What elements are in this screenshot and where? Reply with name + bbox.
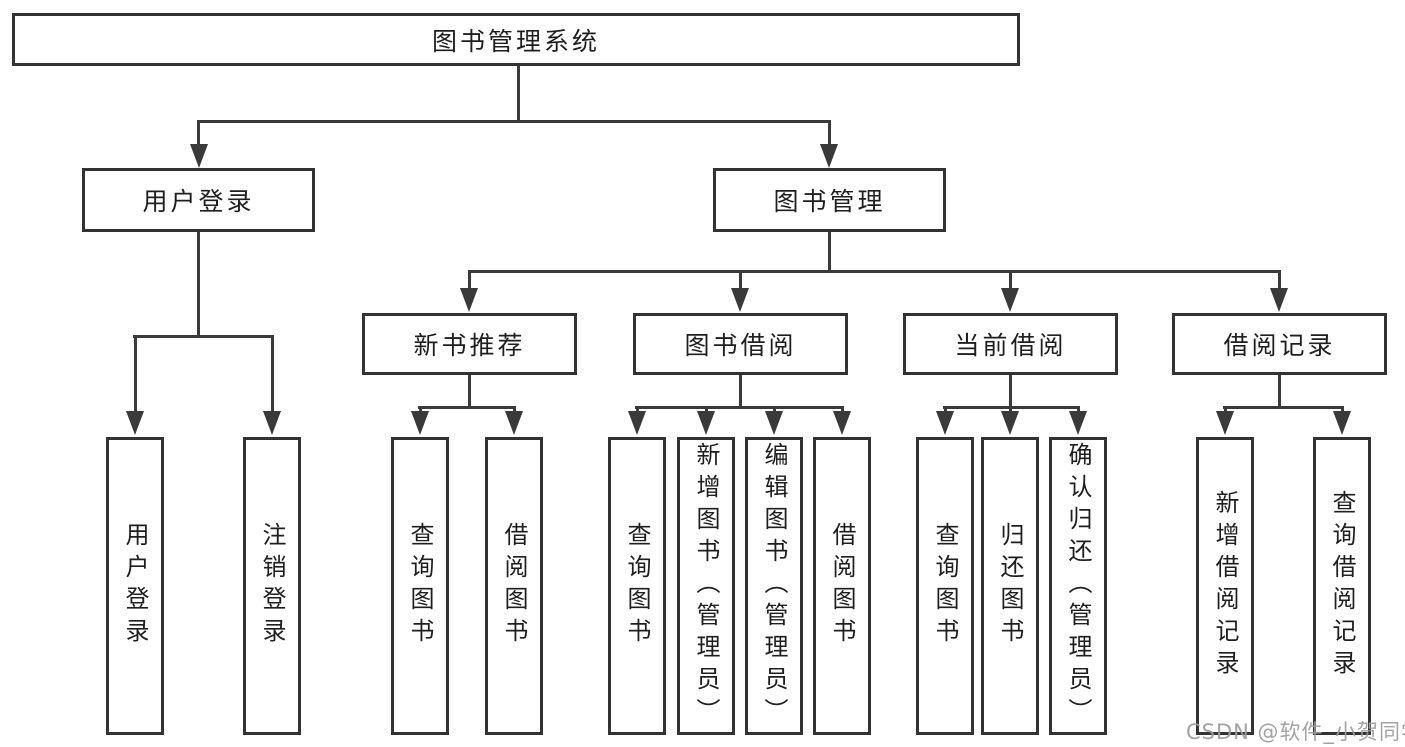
arrowhead-user-login — [190, 144, 208, 168]
leaf-label: 归还图书 — [996, 522, 1024, 650]
connector-root-stem — [517, 66, 520, 120]
node-book-mgmt: 图书管理 — [713, 168, 946, 232]
leaf-records-add: 新增借阅记录 — [1196, 437, 1254, 735]
connector-drop-book-borrow-leaf-1 — [635, 406, 639, 413]
connector-book-borrow-branch — [635, 406, 844, 409]
arrowhead-records-leaf-1 — [1216, 411, 1234, 435]
connector-drop-records-leaf-2 — [1340, 406, 1344, 413]
connector-new-books-branch — [418, 406, 516, 409]
leaf-borrow-borrow: 借阅图书 — [813, 437, 871, 735]
node-book-borrow: 图书借阅 — [633, 313, 848, 375]
connector-drop-current-borrow — [1009, 270, 1012, 290]
connector-drop-current-leaf-3 — [1076, 406, 1080, 413]
arrowhead-book-borrow-leaf-1 — [628, 411, 646, 435]
arrowhead-current-leaf-3 — [1069, 411, 1087, 435]
leaf-borrow-edit-admin: 编辑图书（管理员） — [745, 437, 803, 735]
leaf-user-logout: 注销登录 — [243, 437, 301, 735]
connector-drop-new-books — [468, 270, 471, 290]
arrowhead-new-books-leaf-1 — [411, 411, 429, 435]
leaf-label: 编辑图书（管理员） — [760, 442, 788, 730]
csdn-watermark: CSDN @软件_小贺同学 — [1186, 720, 1405, 744]
node-current-borrow: 当前借阅 — [903, 313, 1118, 375]
connector-drop-borrow-records — [1278, 270, 1281, 290]
leaf-label: 查询图书 — [623, 522, 651, 650]
arrowhead-borrow-records — [1270, 288, 1288, 312]
arrowhead-book-mgmt — [820, 144, 838, 168]
connector-drop-book-mgmt — [828, 120, 831, 150]
arrowhead-book-borrow-leaf-2 — [697, 411, 715, 435]
connector-new-books-stem — [468, 375, 471, 406]
arrowhead-book-borrow-leaf-4 — [833, 411, 851, 435]
connector-current-borrow-branch — [943, 406, 1080, 409]
connector-drop-book-borrow-leaf-4 — [840, 406, 844, 413]
leaf-label: 借阅图书 — [828, 522, 856, 650]
arrowhead-book-borrow-leaf-3 — [765, 411, 783, 435]
leaf-newbooks-query: 查询图书 — [391, 437, 449, 735]
connector-user-login-branch — [133, 335, 274, 338]
leaf-label: 查询图书 — [931, 522, 959, 650]
node-borrow-records: 借阅记录 — [1172, 313, 1387, 375]
connector-drop-current-leaf-2 — [1008, 406, 1012, 413]
leaf-borrow-query: 查询图书 — [608, 437, 666, 735]
connector-book-mgmt-stem — [828, 232, 831, 270]
leaf-current-confirm-admin: 确认归还（管理员） — [1049, 437, 1107, 735]
arrowhead-user-leaf-1 — [126, 411, 144, 435]
leaf-label: 查询图书 — [406, 522, 434, 650]
connector-user-login-stem — [197, 232, 200, 335]
arrowhead-current-leaf-1 — [936, 411, 954, 435]
arrowhead-records-leaf-2 — [1333, 411, 1351, 435]
arrowhead-book-borrow — [731, 288, 749, 312]
connector-drop-new-books-leaf-2 — [512, 406, 516, 413]
leaf-records-query: 查询借阅记录 — [1313, 437, 1371, 735]
connector-borrow-records-stem — [1278, 375, 1281, 406]
arrowhead-new-books — [460, 288, 478, 312]
leaf-borrow-add-admin: 新增图书（管理员） — [677, 437, 735, 735]
leaf-newbooks-borrow: 借阅图书 — [485, 437, 543, 735]
leaf-label: 新增图书（管理员） — [692, 442, 720, 730]
node-new-books: 新书推荐 — [362, 313, 577, 375]
leaf-label: 用户登录 — [121, 522, 149, 650]
connector-drop-user-leaf-2 — [270, 335, 274, 411]
connector-book-borrow-stem — [739, 375, 742, 406]
connector-current-borrow-stem — [1009, 375, 1012, 406]
connector-drop-book-borrow-leaf-3 — [772, 406, 776, 413]
leaf-user-login: 用户登录 — [106, 437, 164, 735]
leaf-label: 借阅图书 — [500, 522, 528, 650]
arrowhead-current-leaf-2 — [1001, 411, 1019, 435]
arrowhead-user-leaf-2 — [263, 411, 281, 435]
connector-drop-book-borrow-leaf-2 — [704, 406, 708, 413]
leaf-label: 查询借阅记录 — [1328, 490, 1356, 682]
node-user-login: 用户登录 — [82, 168, 315, 232]
leaf-label: 注销登录 — [258, 522, 286, 650]
connector-drop-records-leaf-1 — [1223, 406, 1227, 413]
connector-drop-user-leaf-1 — [133, 335, 137, 411]
connector-level2-branch — [468, 270, 1281, 273]
leaf-label: 新增借阅记录 — [1211, 490, 1239, 682]
arrowhead-current-borrow — [1001, 288, 1019, 312]
connector-drop-book-borrow — [739, 270, 742, 290]
connector-drop-new-books-leaf-1 — [418, 406, 422, 413]
connector-drop-current-leaf-1 — [943, 406, 947, 413]
connector-level1-branch — [197, 120, 831, 123]
leaf-current-query: 查询图书 — [916, 437, 974, 735]
leaf-current-return: 归还图书 — [981, 437, 1039, 735]
leaf-label: 确认归还（管理员） — [1064, 442, 1092, 730]
node-root: 图书管理系统 — [12, 13, 1020, 66]
connector-borrow-records-branch — [1223, 406, 1344, 409]
arrowhead-new-books-leaf-2 — [505, 411, 523, 435]
connector-drop-user-login — [197, 120, 200, 150]
